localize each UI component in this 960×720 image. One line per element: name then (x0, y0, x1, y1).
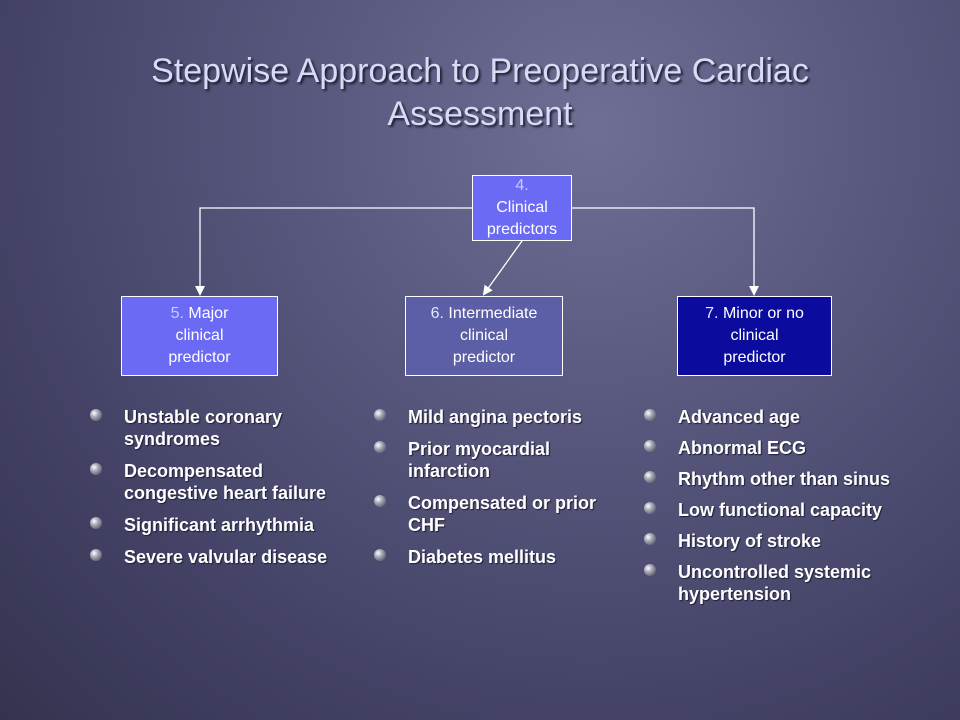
box-label-line1: Intermediate (448, 305, 538, 322)
list-item: Low functional capacity (642, 499, 892, 521)
bullet-icon (644, 409, 656, 421)
minor-predictor-box: 7. Minor or no clinical predictor (677, 296, 832, 376)
list-item: Abnormal ECG (642, 437, 892, 459)
bullet-icon (644, 533, 656, 545)
connector-to-major (195, 207, 472, 296)
list-item: Uncontrolled systemic hypertension (642, 561, 892, 605)
box-label: Clinical predictors (486, 199, 558, 238)
minor-predictor-list: Advanced age Abnormal ECG Rhythm other t… (642, 406, 892, 614)
intermediate-predictor-list: Mild angina pectoris Prior myocardial in… (372, 406, 602, 578)
bullet-icon (644, 564, 656, 576)
major-predictor-box: 5. Major clinical predictor (121, 296, 278, 376)
list-item: Severe valvular disease (88, 546, 328, 568)
list-item: History of stroke (642, 530, 892, 552)
bullet-icon (90, 517, 102, 529)
intermediate-predictor-box: 6. Intermediate clinical predictor (405, 296, 563, 376)
bullet-icon (644, 440, 656, 452)
bullet-icon (90, 463, 102, 475)
step-number: 7. (705, 305, 719, 322)
list-item: Mild angina pectoris (372, 406, 602, 428)
bullet-icon (374, 549, 386, 561)
bullet-icon (644, 502, 656, 514)
box-label-rest: clinical predictor (452, 327, 516, 366)
bullet-icon (374, 409, 386, 421)
box-label-rest: clinical predictor (168, 327, 231, 366)
bullet-icon (644, 471, 656, 483)
list-item: Rhythm other than sinus (642, 468, 892, 490)
list-item: Significant arrhythmia (88, 514, 328, 536)
bullet-icon (374, 441, 386, 453)
connector-to-minor (572, 207, 759, 296)
connector-to-intermediate (482, 240, 523, 296)
box-label-line1: Major (188, 305, 229, 322)
bullet-icon (374, 495, 386, 507)
list-item: Compensated or prior CHF (372, 492, 602, 536)
list-item: Diabetes mellitus (372, 546, 602, 568)
bullet-icon (90, 409, 102, 421)
list-item: Advanced age (642, 406, 892, 428)
list-item: Decompensated congestive heart failure (88, 460, 328, 504)
step-number: 6. (430, 305, 444, 322)
box-label-line1: Minor or no (722, 305, 804, 322)
bullet-icon (90, 549, 102, 561)
step-number: 4. (515, 177, 529, 194)
box-label-rest: clinical predictor (723, 327, 786, 366)
major-predictor-list: Unstable coronary syndromes Decompensate… (88, 406, 328, 578)
clinical-predictors-box: 4. Clinical predictors (472, 175, 572, 241)
list-item: Prior myocardial infarction (372, 438, 602, 482)
slide-title: Stepwise Approach to Preoperative Cardia… (151, 52, 809, 133)
list-item: Unstable coronary syndromes (88, 406, 328, 450)
step-number: 5. (170, 305, 184, 322)
